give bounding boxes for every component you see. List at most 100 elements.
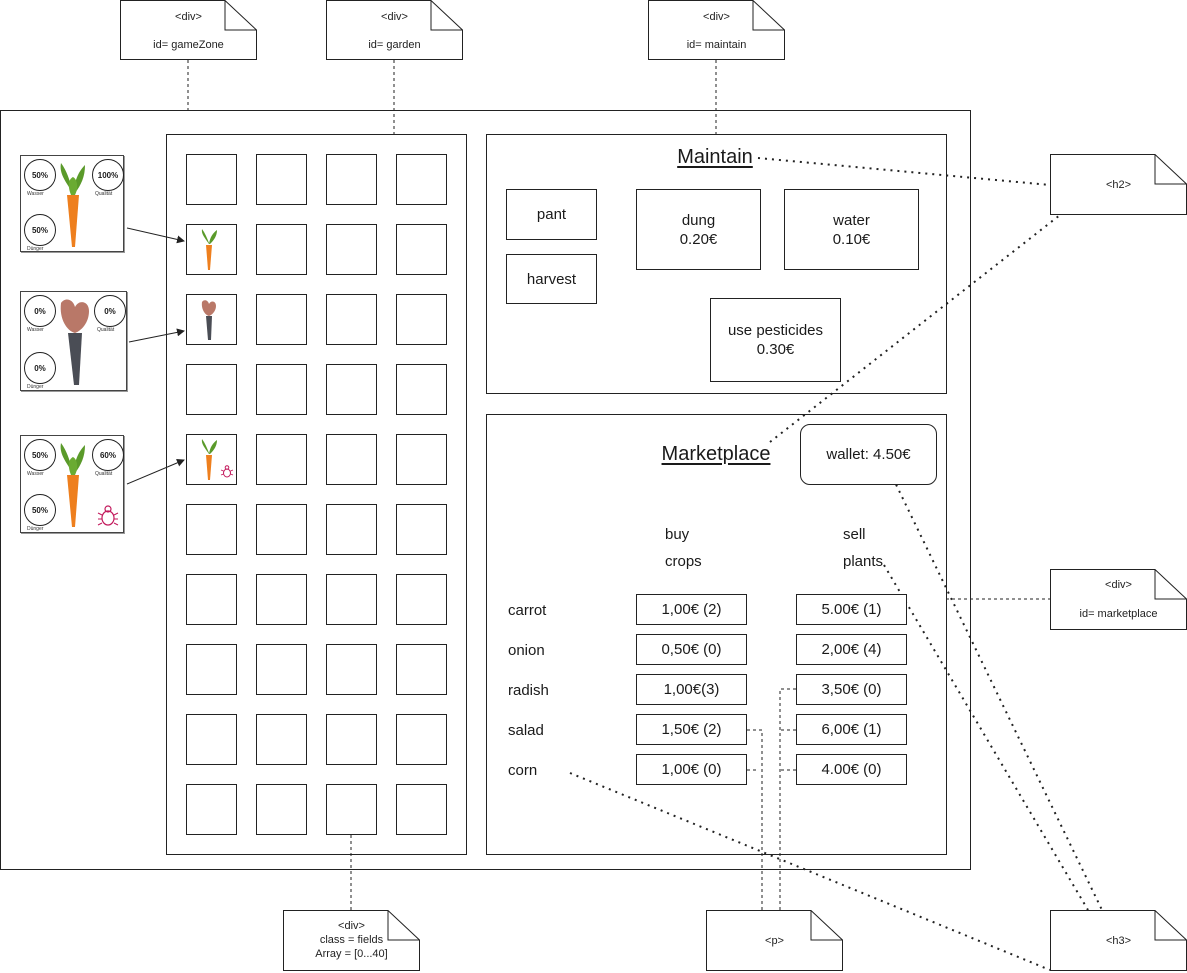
garden-field[interactable] [396, 644, 447, 695]
carrot-icon [60, 163, 85, 247]
marketplace-heading: Marketplace [661, 442, 771, 465]
qualitat-label: Qualität [95, 471, 113, 477]
garden-field[interactable] [396, 154, 447, 205]
sell-price-button[interactable]: 2,00€ (4) [796, 634, 907, 665]
note-id: id= garden [368, 39, 421, 51]
crop-label: salad [508, 722, 544, 739]
dunger-percent: 0% [24, 352, 56, 384]
garden-field[interactable] [326, 504, 377, 555]
garden-field[interactable] [256, 364, 307, 415]
garden-field[interactable] [186, 714, 237, 765]
garden-field[interactable] [256, 224, 307, 275]
crop-label: radish [508, 682, 549, 699]
note-p: <p> [706, 910, 843, 971]
garden-field[interactable] [186, 364, 237, 415]
pesticides-label: use pesticides [727, 322, 824, 339]
garden-field[interactable] [256, 784, 307, 835]
bug-icon [97, 505, 119, 526]
sell-price-button[interactable]: 3,50€ (0) [796, 674, 907, 705]
pesticides-button[interactable]: use pesticides 0.30€ [710, 298, 841, 382]
garden-field[interactable] [256, 504, 307, 555]
garden-field[interactable] [256, 644, 307, 695]
garden-field[interactable] [186, 644, 237, 695]
note-tag: <p> [765, 935, 784, 947]
withered-carrot-icon [197, 298, 221, 347]
garden-field[interactable] [186, 154, 237, 205]
garden-field[interactable] [186, 224, 237, 275]
water-button[interactable]: water 0.10€ [784, 189, 919, 270]
garden-field[interactable] [396, 294, 447, 345]
wasser-percent: 0% [24, 295, 56, 327]
wasser-percent: 50% [24, 439, 56, 471]
garden-field[interactable] [186, 574, 237, 625]
buy-price-button[interactable]: 0,50€ (0) [636, 634, 747, 665]
buy-header: buy crops [665, 521, 745, 575]
garden-field[interactable] [326, 784, 377, 835]
wasser-label: Wasser [27, 191, 44, 197]
garden-field[interactable] [396, 784, 447, 835]
harvest-button[interactable]: harvest [506, 254, 597, 304]
wasser-percent: 50% [24, 159, 56, 191]
plant-card-withered: 0% Wasser 0% Qualität 0% Dünger [20, 291, 127, 391]
bugged-carrot-icon [197, 438, 241, 487]
sell-price-button[interactable]: 6,00€ (1) [796, 714, 907, 745]
dunger-percent: 50% [24, 494, 56, 526]
garden-field[interactable] [396, 574, 447, 625]
garden-field[interactable] [326, 574, 377, 625]
garden-field[interactable] [256, 434, 307, 485]
garden-field[interactable] [326, 644, 377, 695]
note-gamezone: <div> id= gameZone [120, 0, 257, 60]
buy-price-button[interactable]: 1,00€ (0) [636, 754, 747, 785]
crop-label: carrot [508, 602, 547, 619]
garden-field[interactable] [256, 154, 307, 205]
note-fields: <div> class = fields Array = [0...40] [283, 910, 420, 971]
garden-field[interactable] [326, 434, 377, 485]
crop-label: onion [508, 642, 545, 659]
buy-price-button[interactable]: 1,00€(3) [636, 674, 747, 705]
garden-field[interactable] [326, 154, 377, 205]
garden-field[interactable] [396, 364, 447, 415]
dunger-label: Dünger [27, 246, 44, 252]
dunger-label: Dünger [27, 526, 44, 532]
garden-field[interactable] [186, 784, 237, 835]
garden-field[interactable] [396, 224, 447, 275]
sell-header-line1: sell [843, 526, 866, 543]
garden-field[interactable] [326, 364, 377, 415]
note-maintain: <div> id= maintain [648, 0, 785, 60]
note-tag: <div> [338, 920, 365, 932]
garden-field[interactable] [186, 294, 237, 345]
sell-price-button[interactable]: 4.00€ (0) [796, 754, 907, 785]
garden-field[interactable] [256, 574, 307, 625]
note-id: id= marketplace [1079, 608, 1158, 620]
qualitat-percent: 0% [94, 295, 126, 327]
garden-field[interactable] [186, 504, 237, 555]
dunger-label: Dünger [27, 384, 44, 390]
plant-card-bug: 50% Wasser 60% Qualität 50% Dünger [20, 435, 124, 533]
water-price: 0.10€ [832, 230, 871, 248]
sell-price-button[interactable]: 5.00€ (1) [796, 594, 907, 625]
garden-field[interactable] [396, 434, 447, 485]
garden-field[interactable] [256, 294, 307, 345]
dung-button[interactable]: dung 0.20€ [636, 189, 761, 270]
note-h2: <h2> [1050, 154, 1187, 215]
garden-field[interactable] [326, 294, 377, 345]
note-id: id= gameZone [153, 39, 224, 51]
sell-header: sell plants [843, 521, 923, 575]
garden-field[interactable] [396, 714, 447, 765]
buy-price-button[interactable]: 1,50€ (2) [636, 714, 747, 745]
garden-field[interactable] [396, 504, 447, 555]
garden-field[interactable] [326, 714, 377, 765]
garden-field[interactable] [186, 434, 237, 485]
garden-field[interactable] [256, 714, 307, 765]
note-tag: <div> [1105, 579, 1132, 591]
note-tag: <div> [381, 11, 408, 23]
pant-button[interactable]: pant [506, 189, 597, 240]
note-h3: <h3> [1050, 910, 1187, 971]
buy-price-button[interactable]: 1,00€ (2) [636, 594, 747, 625]
note-tag: <h3> [1105, 935, 1132, 947]
note-array: Array = [0...40] [315, 948, 388, 960]
crop-label: corn [508, 762, 538, 779]
note-tag: <h2> [1105, 179, 1132, 191]
dunger-percent: 50% [24, 214, 56, 246]
garden-field[interactable] [326, 224, 377, 275]
